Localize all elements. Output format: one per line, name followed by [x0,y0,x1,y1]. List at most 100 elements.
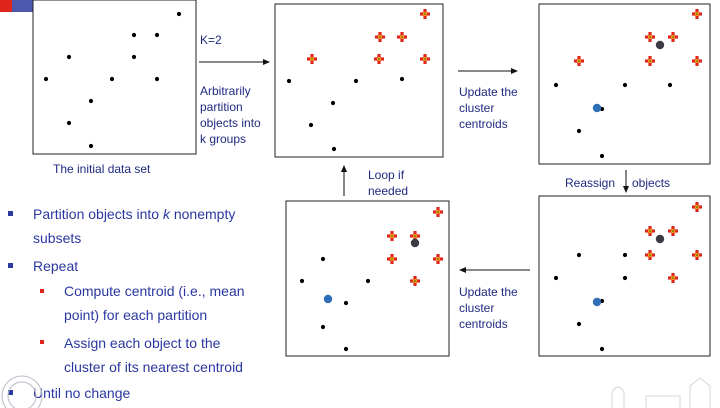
svg-text:Compute centroid (i.e., mean: Compute centroid (i.e., mean [64,283,245,299]
svg-text:Partition objects into k nonem: Partition objects into k nonempty [33,206,235,222]
sub-bullet-item: Assign each object to the cluster of its… [40,335,243,375]
object-dot [667,82,673,88]
cluster-marker [692,56,702,66]
panel-initial [32,0,197,155]
object-dot [599,346,605,352]
object-dot [399,76,405,82]
svg-text:Loop if: Loop if [368,168,405,182]
object-dot [599,153,605,159]
object-dot [320,256,326,262]
svg-text:centroids: centroids [459,317,508,331]
object-dot [320,324,326,330]
cluster-marker [307,54,317,64]
centroid-marker [323,294,333,304]
object-dot [343,346,349,352]
svg-text:subsets: subsets [33,230,81,246]
cluster-marker [420,54,430,64]
cluster-marker [433,254,443,264]
cluster-marker [668,226,678,236]
object-dot [66,54,72,60]
arrow-to-partition [199,59,270,65]
bullet-square-icon [8,390,13,395]
loop-label: Loop if needed [368,168,408,198]
arrow-loop-up [341,165,347,196]
svg-text:Arbitrarily: Arbitrarily [200,84,251,98]
object-dot [109,76,115,82]
svg-text:Assign each object to the: Assign each object to the [64,335,221,351]
cluster-marker [692,9,702,19]
svg-text:point) for each partition: point) for each partition [64,307,207,323]
svg-text:Update the: Update the [459,285,518,299]
object-dot [88,143,94,149]
object-dot [553,275,559,281]
svg-text:Update the: Update the [459,85,518,99]
cluster-marker [387,254,397,264]
reassign-label: Reassign objects [565,176,670,190]
arrow-to-update-top [458,68,518,74]
svg-text:objects: objects [632,176,670,190]
svg-text:Reassign: Reassign [565,176,615,190]
svg-text:cluster: cluster [459,301,494,315]
cluster-marker [410,276,420,286]
cluster-marker [410,231,420,241]
object-dot [330,100,336,106]
object-dot [622,82,628,88]
cluster-marker [374,54,384,64]
update-bottom-label: Update the cluster centroids [459,285,518,331]
object-dot [43,76,49,82]
sub-bullet-item: Compute centroid (i.e., mean point) for … [40,283,245,323]
object-dot [622,252,628,258]
object-dot [331,146,337,152]
cluster-marker [574,56,584,66]
partition-label: Arbitrarily partition objects into k gro… [200,84,261,146]
cluster-marker [397,32,407,42]
svg-text:centroids: centroids [459,117,508,131]
object-dot [299,278,305,284]
object-dot [343,300,349,306]
object-dot [553,82,559,88]
object-dot [131,54,137,60]
bullet-item: Partition objects into k nonempty subset… [8,206,235,246]
object-dot [365,278,371,284]
cluster-marker [668,273,678,283]
object-dot [353,78,359,84]
object-dot [176,11,182,17]
centroid-marker [592,297,602,307]
building-watermark-icon [611,377,711,408]
cluster-marker [645,32,655,42]
centroid-marker [410,238,420,248]
svg-text:Repeat: Repeat [33,258,78,274]
object-dot [154,76,160,82]
object-dot [286,78,292,84]
centroid-marker [592,103,602,113]
cluster-marker [645,56,655,66]
k-label: K=2 [200,33,222,47]
cluster-marker [668,32,678,42]
bullet-item: Until no change [8,385,131,401]
bullet-item: Repeat [8,258,78,274]
object-dot [576,252,582,258]
arrow-to-reassign [623,170,629,193]
centroid-marker [655,40,665,50]
object-dot [576,321,582,327]
object-dot [576,128,582,134]
panel-marks [43,9,702,352]
object-dot [66,120,72,126]
centroid-marker [655,234,665,244]
panel-loop [285,200,450,357]
cluster-marker [692,250,702,260]
object-dot [131,32,137,38]
svg-text:Until no change: Until no change [33,385,131,401]
bullet-square-icon [8,211,13,216]
cluster-marker [645,250,655,260]
cluster-marker [420,9,430,19]
svg-text:cluster of its nearest centroi: cluster of its nearest centroid [64,359,243,375]
sub-bullet-square-icon [40,340,44,344]
bullet-square-icon [8,263,13,268]
svg-text:needed: needed [368,184,408,198]
cluster-marker [375,32,385,42]
cluster-marker [645,226,655,236]
svg-text:objects into: objects into [200,116,261,130]
svg-text:cluster: cluster [459,101,494,115]
